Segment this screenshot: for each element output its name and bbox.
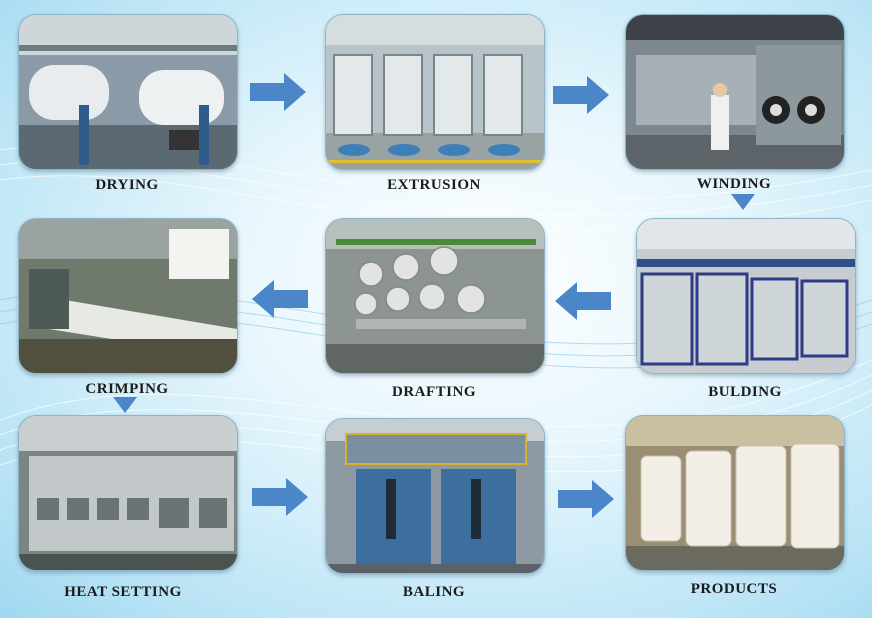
step-label-drying: DRYING: [95, 177, 159, 193]
arrow-extrusion-to-winding: [553, 76, 609, 114]
arrow-baling-to-products: [558, 480, 614, 518]
crimping-photo: [18, 218, 238, 374]
drafting-photo: [325, 218, 545, 374]
products-photo: [625, 415, 845, 571]
step-label-winding: WINDING: [696, 176, 772, 192]
arrow-crimping-to-heat-setting: [113, 397, 137, 413]
arrow-heat-setting-to-baling: [252, 478, 308, 516]
step-label-drafting: DRAFTING: [391, 384, 476, 400]
extrusion-photo: [325, 14, 545, 170]
step-label-extrusion: EXTRUSION: [387, 177, 481, 193]
step-label-products: PRODUCTS: [690, 581, 778, 597]
drying-photo: [18, 14, 238, 170]
building-photo: [636, 218, 856, 374]
arrow-drafting-to-crimping: [252, 280, 308, 318]
baling-photo: [325, 418, 545, 574]
step-label-heat-setting: HEAT SETTING: [64, 584, 182, 600]
arrow-winding-to-building: [731, 194, 755, 210]
winding-photo: [625, 14, 845, 170]
arrow-drying-to-extrusion: [250, 73, 306, 111]
arrow-building-to-drafting: [555, 282, 611, 320]
step-label-crimping: CRIMPING: [85, 381, 169, 397]
heat-setting-photo: [18, 415, 238, 571]
step-label-building: BULDING: [708, 384, 782, 400]
step-label-baling: BALING: [402, 584, 466, 600]
